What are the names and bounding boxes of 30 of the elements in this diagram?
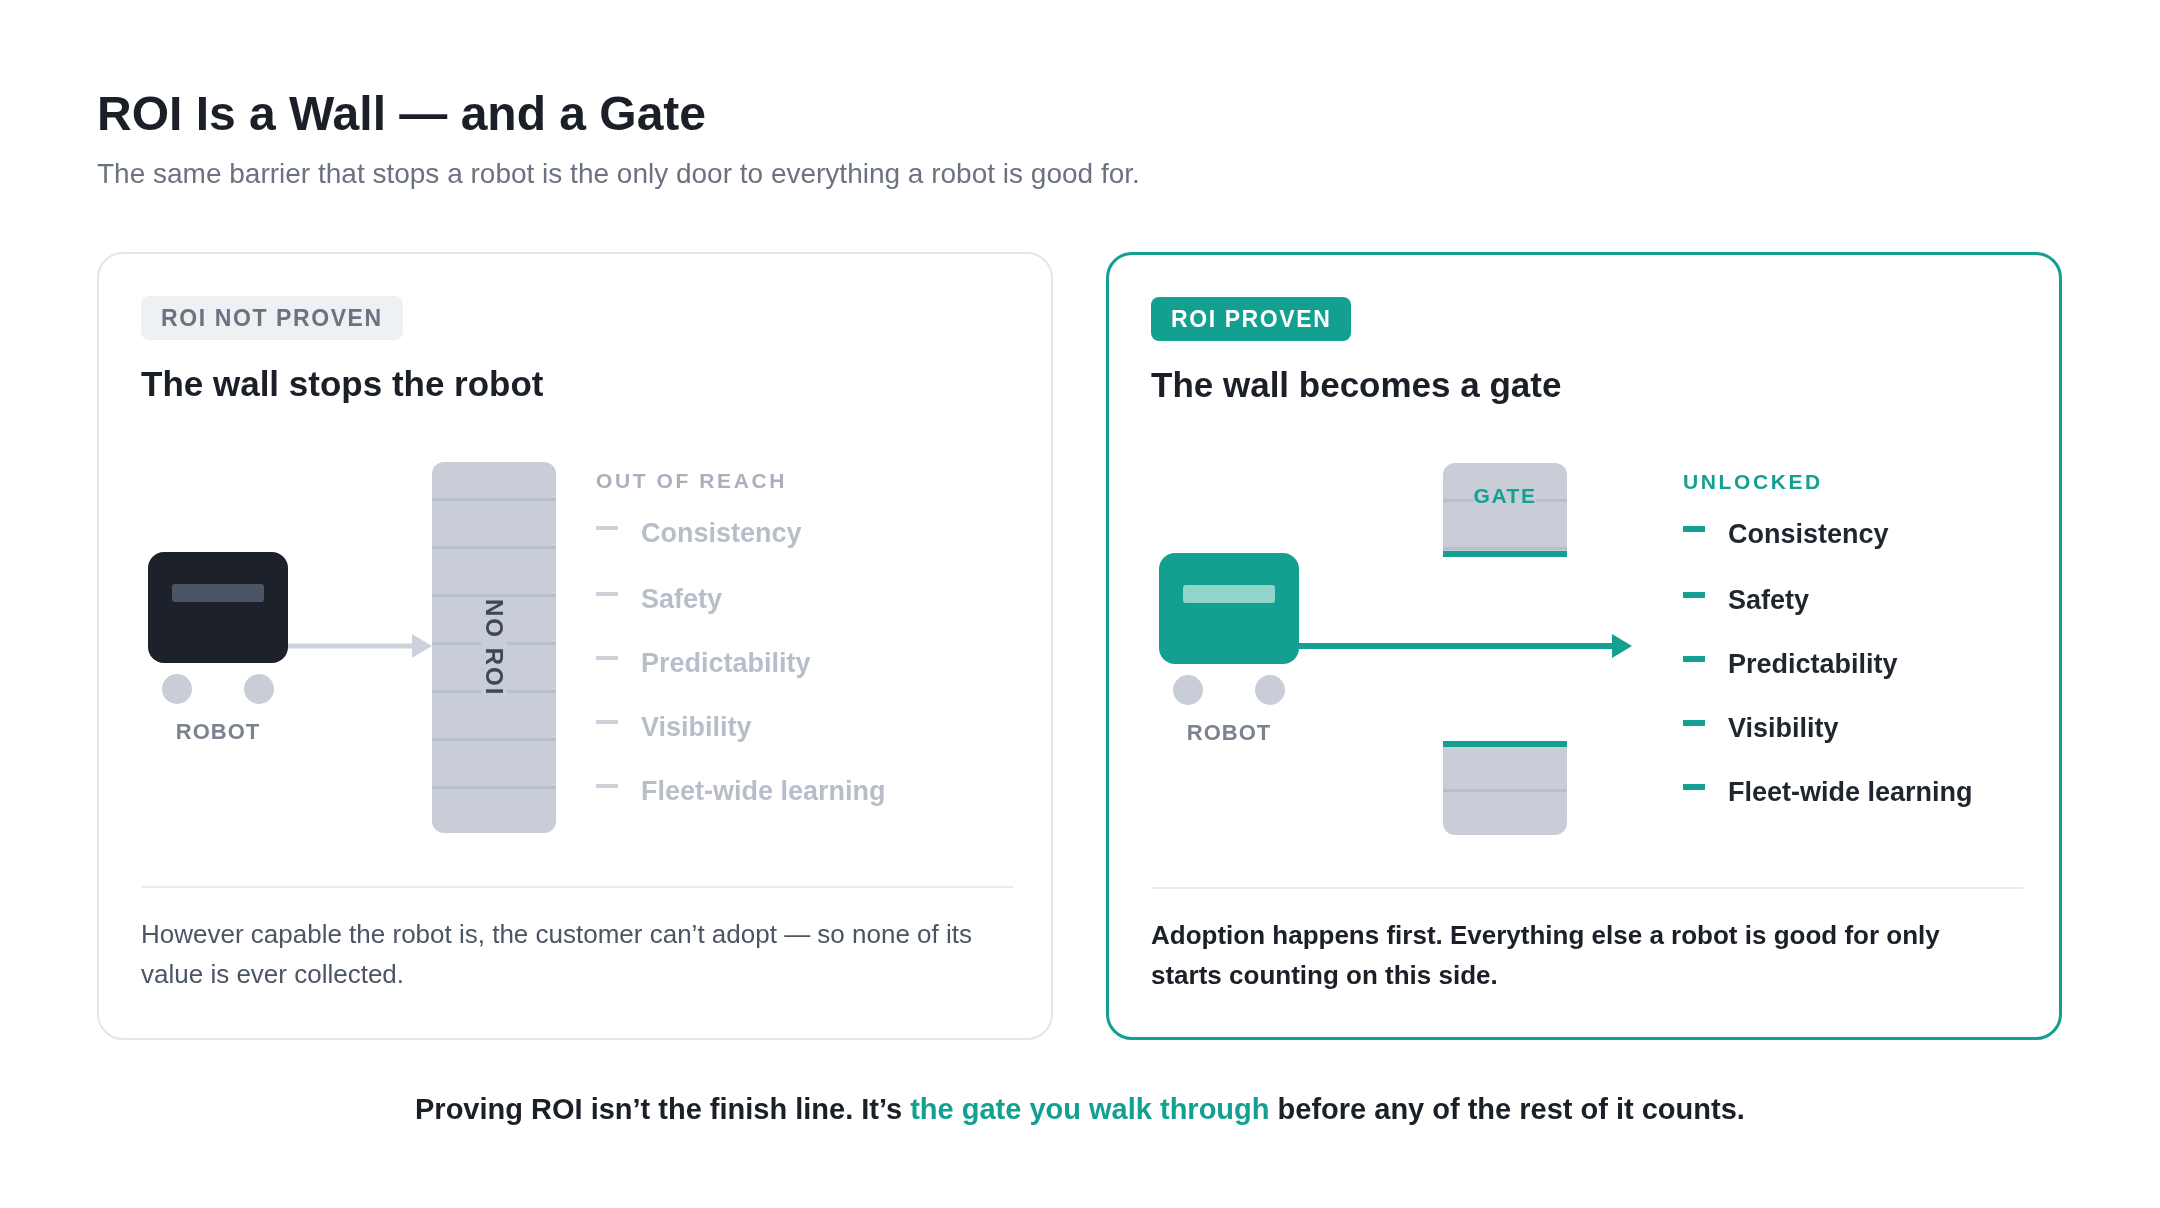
page-subtitle: The same barrier that stops a robot is the only door to everything a robot is good for. [97,158,1140,190]
page-title: ROI Is a Wall — and a Gate [97,86,707,142]
wall-block [432,462,556,833]
list-item: Fleet-wide learning [641,775,886,807]
robot-label: ROBOT [1186,721,1272,745]
list-item: Consistency [641,517,802,549]
gate-block [1443,463,1567,557]
list-item: Fleet-wide learning [1728,776,1973,808]
list-item: Consistency [1728,518,1889,550]
list-item: Visibility [641,711,752,743]
card-text: Adoption happens first. Everything else a robot is good for only starts counting on this side. [1151,919,1941,992]
status-badge: ROI PROVEN [1151,297,1352,341]
arrow [288,634,432,658]
card-panel [97,252,1053,1040]
list-item: Visibility [1728,712,1839,744]
list-item: Safety [641,583,723,615]
caption-text: Proving ROI isn’t the finish line. It’s the gate you walk through before any of the rest of it counts. [415,1092,1745,1127]
robot-label: ROBOT [175,720,261,744]
arrow [1299,634,1632,658]
card-heading: The wall stops the robot [141,363,544,405]
list-item: Safety [1728,584,1810,616]
list-heading: UNLOCKED [1683,469,1823,495]
gate-block [1443,741,1567,835]
status-badge: ROI NOT PROVEN [141,296,403,340]
list-item: Predictability [641,647,811,679]
card-panel [1106,252,2062,1040]
card-text: However capable the robot is, the customer can’t adopt — so none of its value is ever collected. [141,918,973,991]
list-heading: OUT OF REACH [596,468,788,494]
list-item: Predictability [1728,648,1898,680]
card-heading: The wall becomes a gate [1151,364,1562,406]
